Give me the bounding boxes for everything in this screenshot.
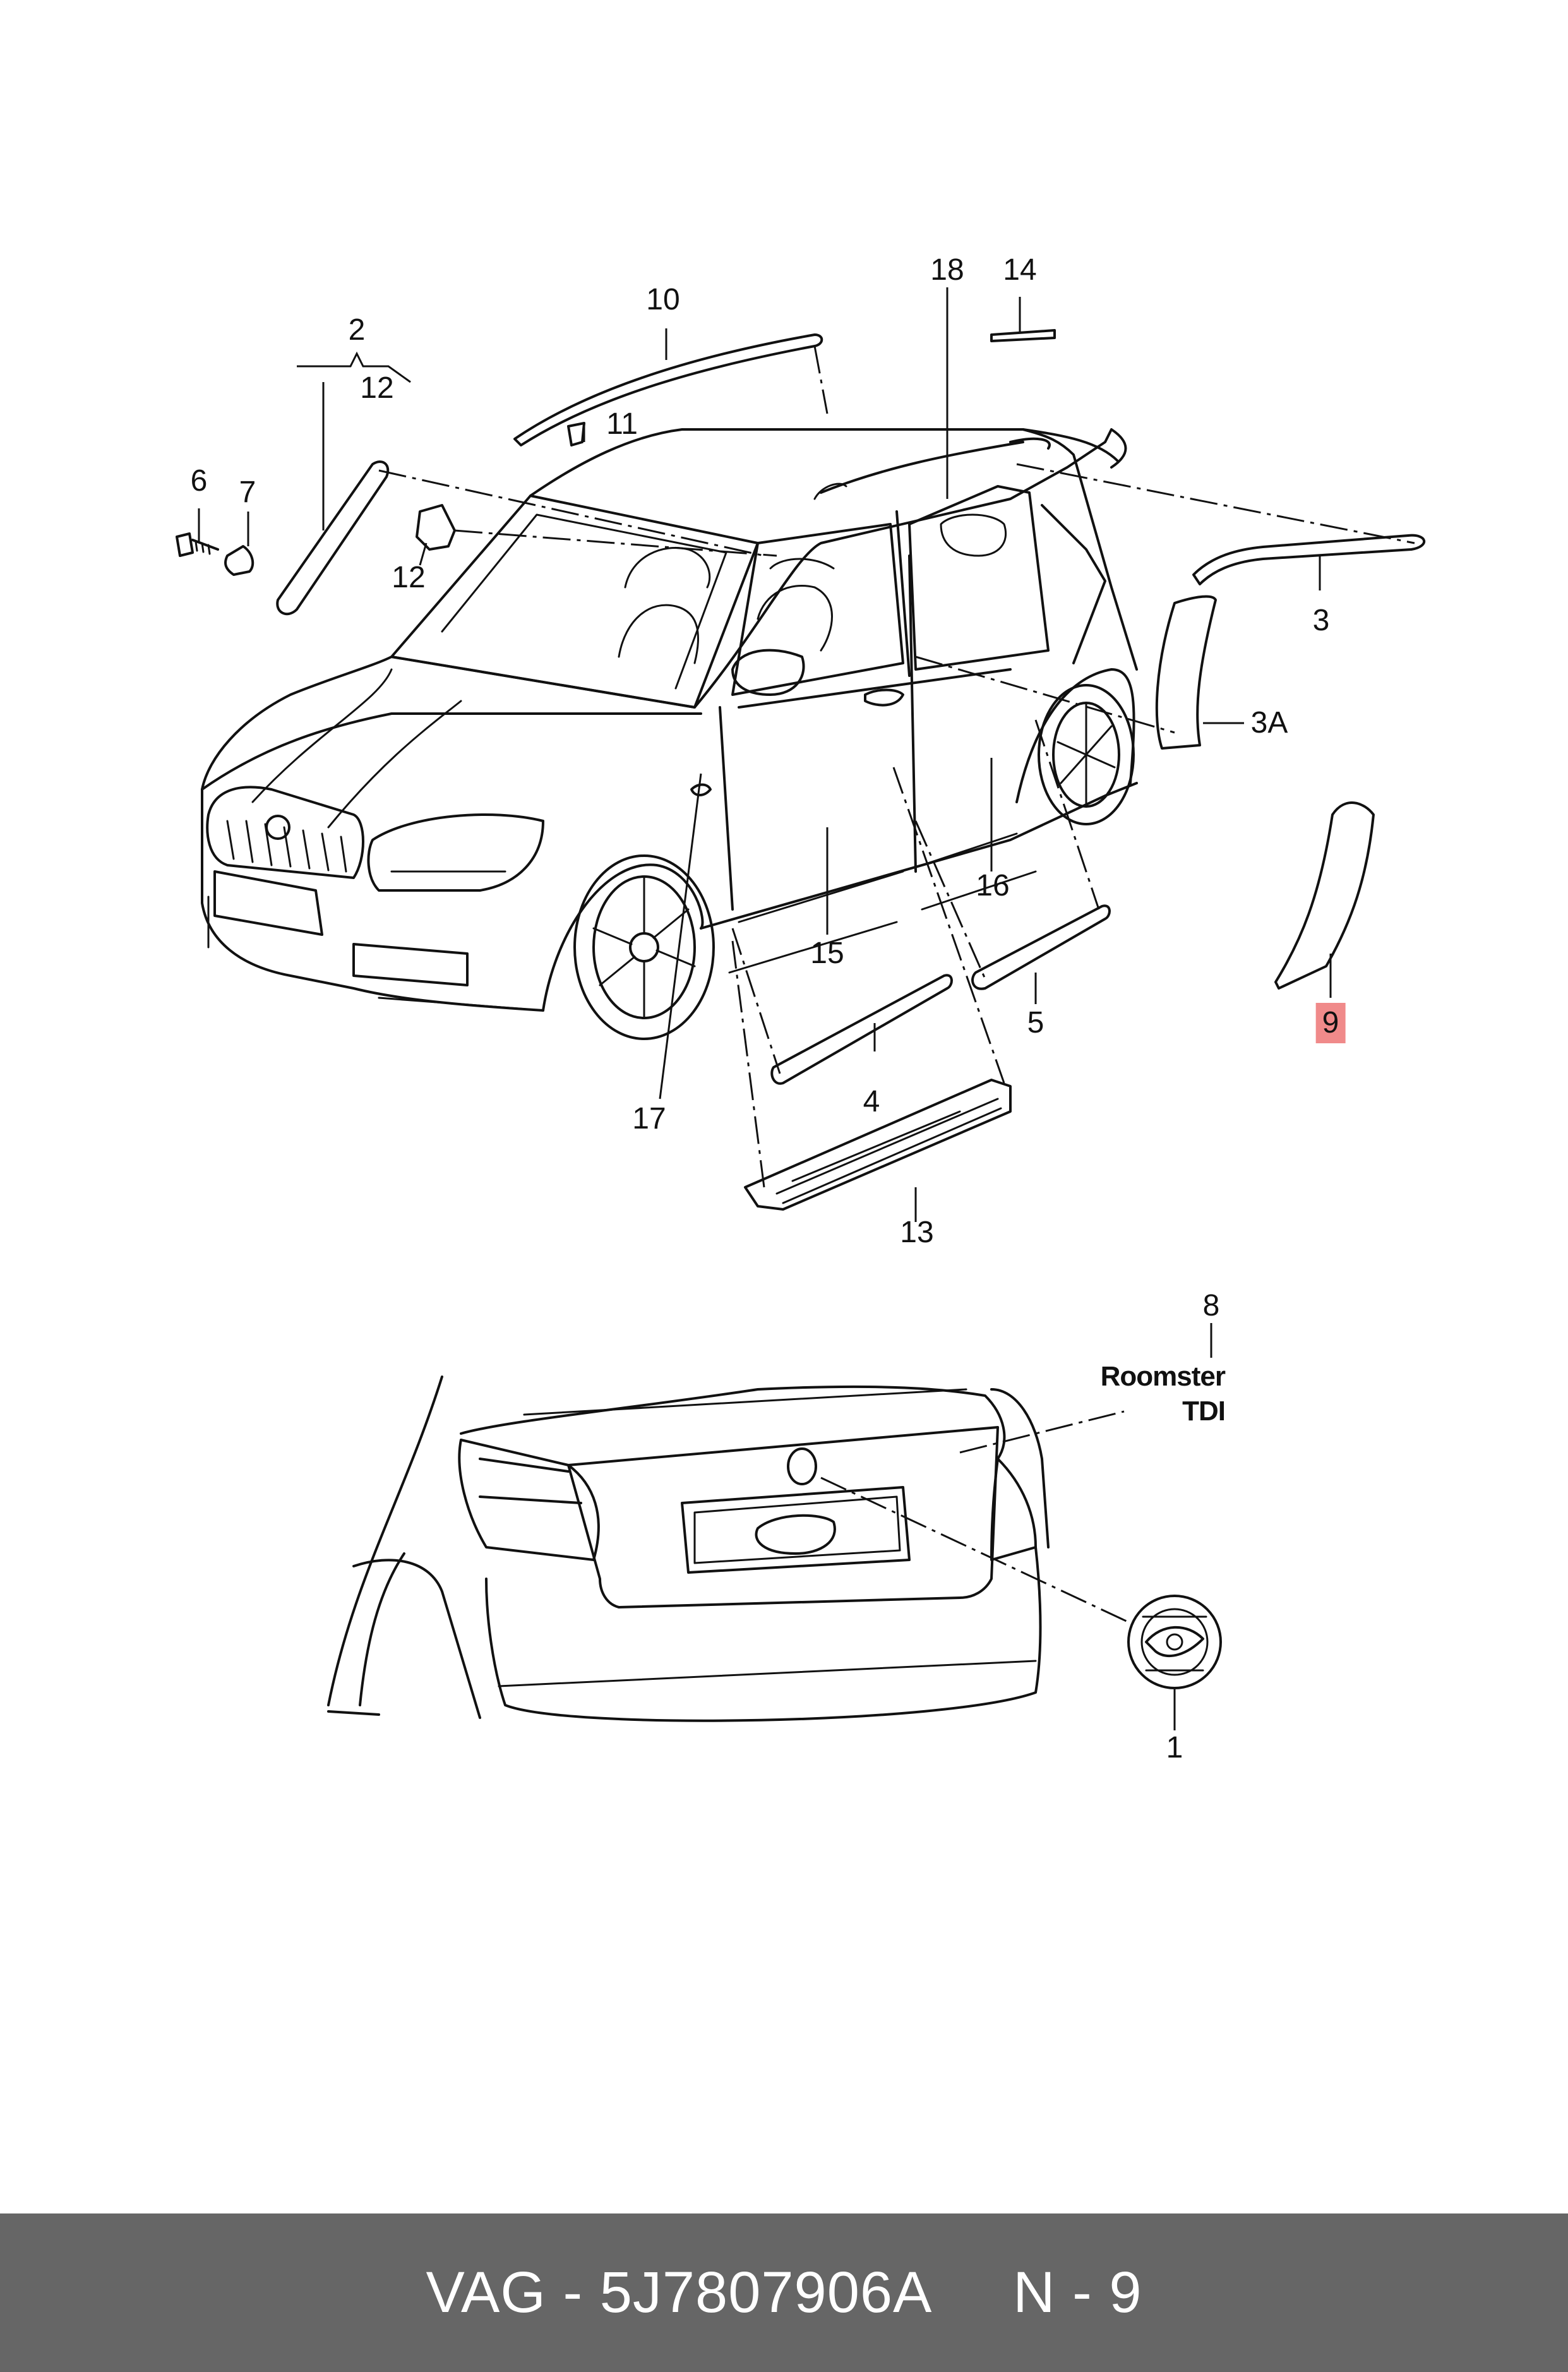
callout-16: 16 (976, 869, 1010, 902)
right-tail-light (990, 1458, 1037, 1561)
callout-17: 17 (632, 1102, 666, 1135)
callout-10: 10 (646, 283, 680, 316)
roof-trim-part (1192, 534, 1425, 585)
callout-12-lower: 12 (392, 561, 426, 594)
clip-part (416, 504, 456, 551)
callout-9-highlighted[interactable]: 9 (1315, 1003, 1346, 1043)
callout-8: 8 (1202, 1289, 1220, 1322)
roof-moulding-part (513, 333, 823, 446)
leader-lines (198, 287, 1332, 1730)
roof-clip-part (567, 422, 585, 446)
callout-3: 3 (1312, 604, 1330, 637)
callout-15: 15 (810, 937, 844, 970)
badge-roomster-text: Roomster (1100, 1361, 1226, 1392)
callout-12-upper: 12 (360, 371, 394, 405)
wheel-arch-trim-part (1155, 595, 1217, 750)
license-plate-recess (681, 1486, 911, 1574)
callout-11: 11 (606, 407, 638, 441)
callout-6: 6 (190, 464, 208, 498)
part-number-caption: VAG - 5J7807906A N - 9 (426, 2260, 1142, 2325)
footer-bar: VAG - 5J7807906A N - 9 (0, 2213, 1568, 2372)
screw-part (176, 532, 219, 557)
a-pillar-trim-part (276, 460, 390, 616)
skoda-emblem-icon (1127, 1595, 1222, 1689)
callout-7: 7 (239, 476, 256, 509)
rear-door-moulding-part (971, 904, 1111, 990)
tailgate (567, 1426, 999, 1608)
front-door-moulding-part (770, 974, 953, 1085)
rear-badge-mount (787, 1447, 817, 1485)
car-rear-view (327, 1375, 1222, 1722)
callout-1: 1 (1166, 1731, 1183, 1764)
callout-5: 5 (1027, 1006, 1044, 1039)
car-exploded-view (176, 287, 1425, 1730)
parts-diagram: 1 2 3 3A 4 5 6 7 8 9 10 11 12 12 13 14 1… (176, 253, 1425, 1764)
sill-plate-part (744, 1079, 1012, 1211)
assembly-lines (378, 345, 1415, 1188)
b-pillar-strip-part (990, 329, 1056, 342)
callout-18: 18 (930, 253, 964, 287)
car-front-view (201, 428, 1138, 1040)
callout-3a: 3A (1250, 706, 1288, 740)
c-pillar-trim-part (1274, 801, 1375, 990)
loose-parts (176, 329, 1425, 1211)
callout-2: 2 (348, 313, 366, 347)
callout-13: 13 (900, 1216, 934, 1249)
callout-14: 14 (1003, 253, 1037, 287)
badge-tdi-text: TDI (1182, 1396, 1226, 1427)
nut-part (224, 545, 254, 576)
callout-4: 4 (863, 1085, 880, 1118)
